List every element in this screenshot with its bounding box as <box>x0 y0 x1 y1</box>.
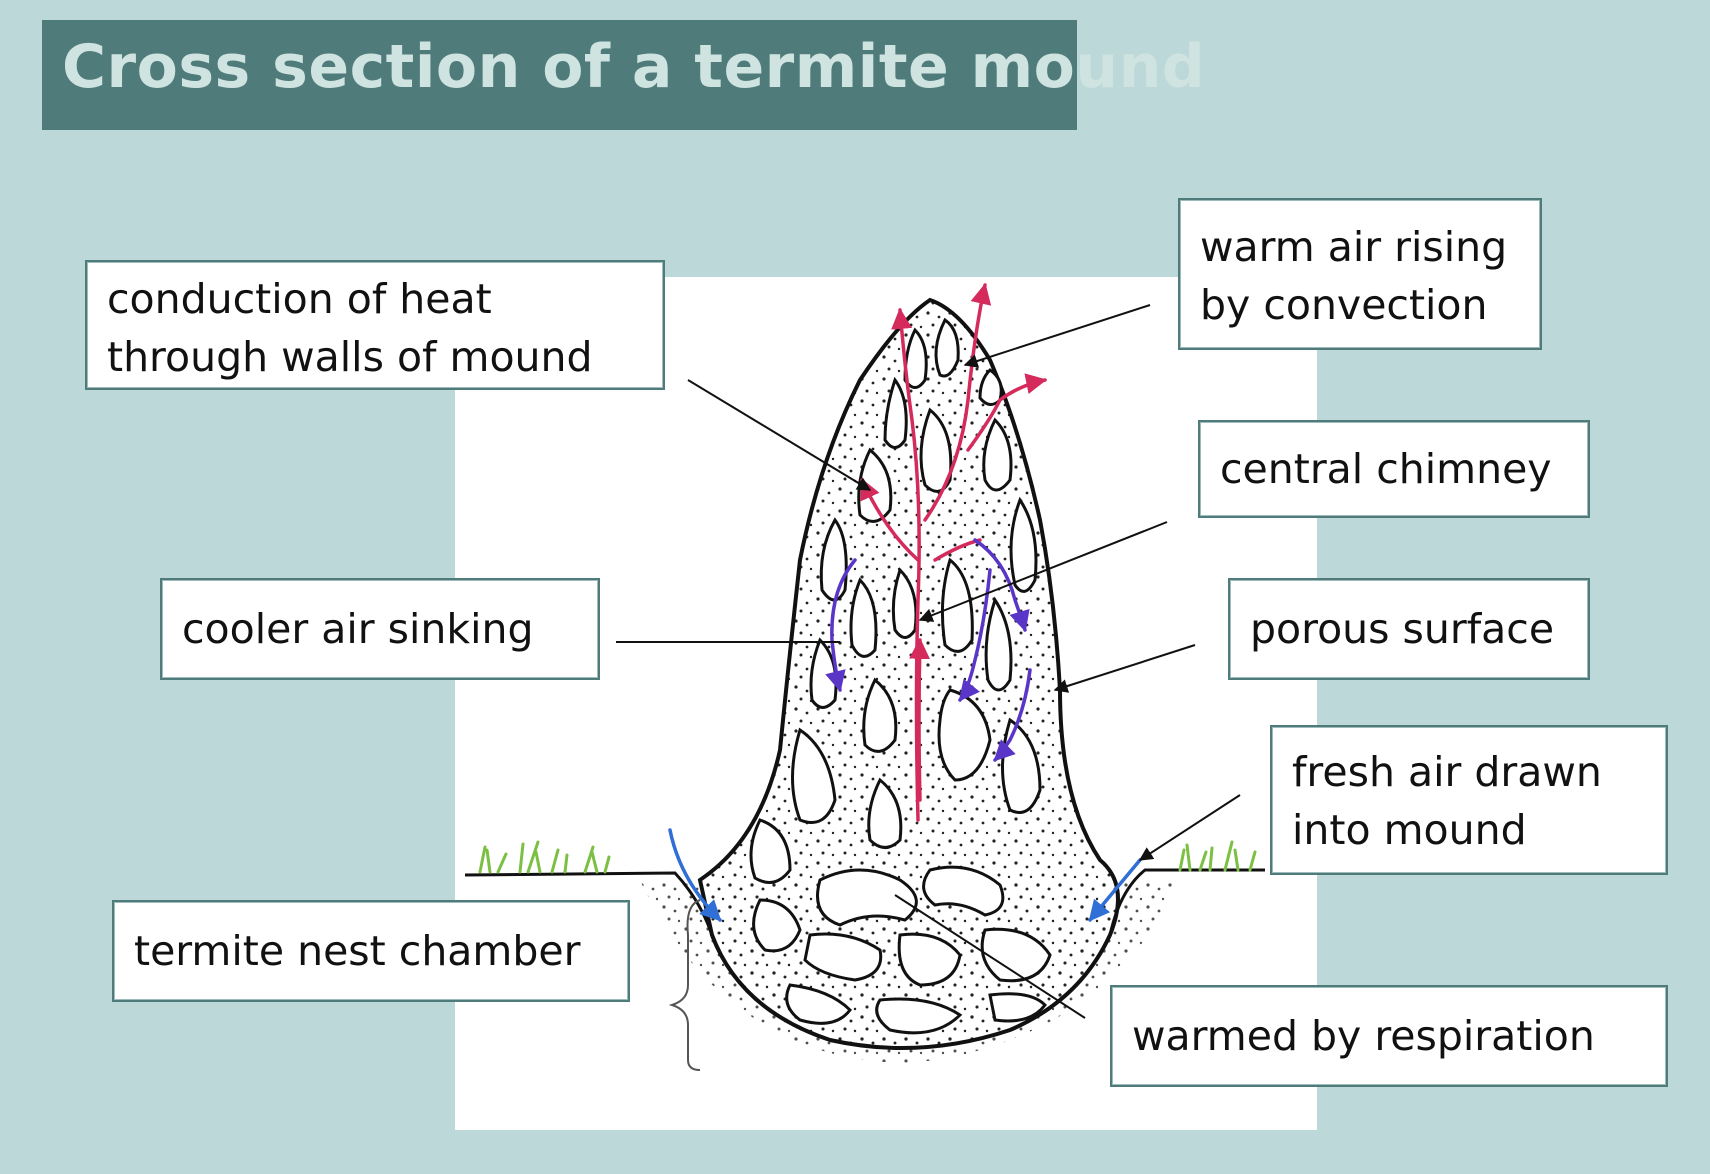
label-text: fresh air drawn <box>1292 743 1646 801</box>
label-cooler-air-sinking: cooler air sinking <box>160 578 600 680</box>
label-warmed-by-respiration: warmed by respiration <box>1110 985 1668 1087</box>
label-warm-air-rising: warm air rising by convection <box>1178 198 1542 350</box>
label-text: warmed by respiration <box>1132 1007 1646 1065</box>
label-central-chimney: central chimney <box>1198 420 1590 518</box>
label-termite-nest-chamber: termite nest chamber <box>112 900 630 1002</box>
label-text: central chimney <box>1220 440 1568 498</box>
label-text: by convection <box>1200 276 1520 334</box>
label-conduction-of-heat: conduction of heat through walls of moun… <box>85 260 665 390</box>
label-text: warm air rising <box>1200 218 1520 276</box>
label-text: cooler air sinking <box>182 600 578 658</box>
label-fresh-air-drawn: fresh air drawn into mound <box>1270 725 1668 875</box>
label-porous-surface: porous surface <box>1228 578 1590 680</box>
label-text: porous surface <box>1250 600 1568 658</box>
label-text: termite nest chamber <box>134 922 608 980</box>
label-text: into mound <box>1292 801 1646 859</box>
label-text: through walls of mound <box>107 328 643 386</box>
label-text: conduction of heat <box>107 270 643 328</box>
